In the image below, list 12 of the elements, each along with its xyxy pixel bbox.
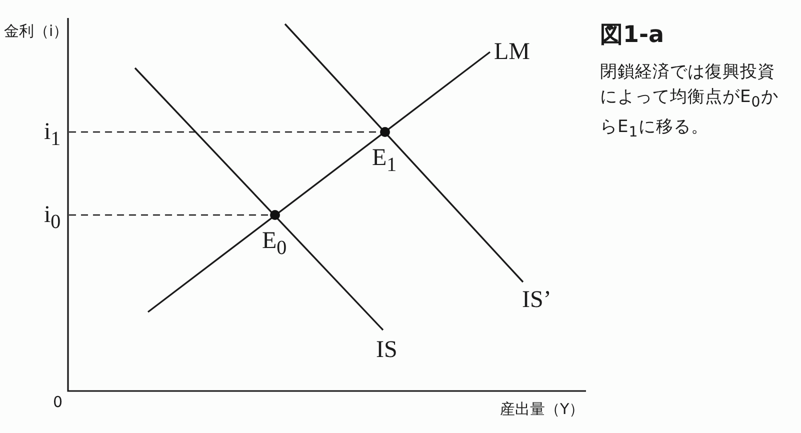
curve-label: LM (494, 40, 530, 64)
caption-text: 閉鎖経済では復興投資によって均衡点がE$_{0}$からE$_{1}$に移る。 (600, 61, 780, 143)
tick-label: i$_{0}$ (44, 203, 61, 232)
figure-title: 図1-a (600, 24, 664, 47)
axis-label: 産出量（Y） (500, 402, 584, 417)
point-label: E$_{0}$ (262, 229, 287, 258)
axis-label: 金利（i） (4, 24, 68, 39)
origin-label: 0 (53, 395, 63, 410)
curve-label: IS’ (522, 288, 552, 312)
curve-label: IS (376, 338, 398, 362)
tick-label: i$_{1}$ (44, 120, 61, 149)
point-label: E$_{1}$ (372, 146, 397, 175)
